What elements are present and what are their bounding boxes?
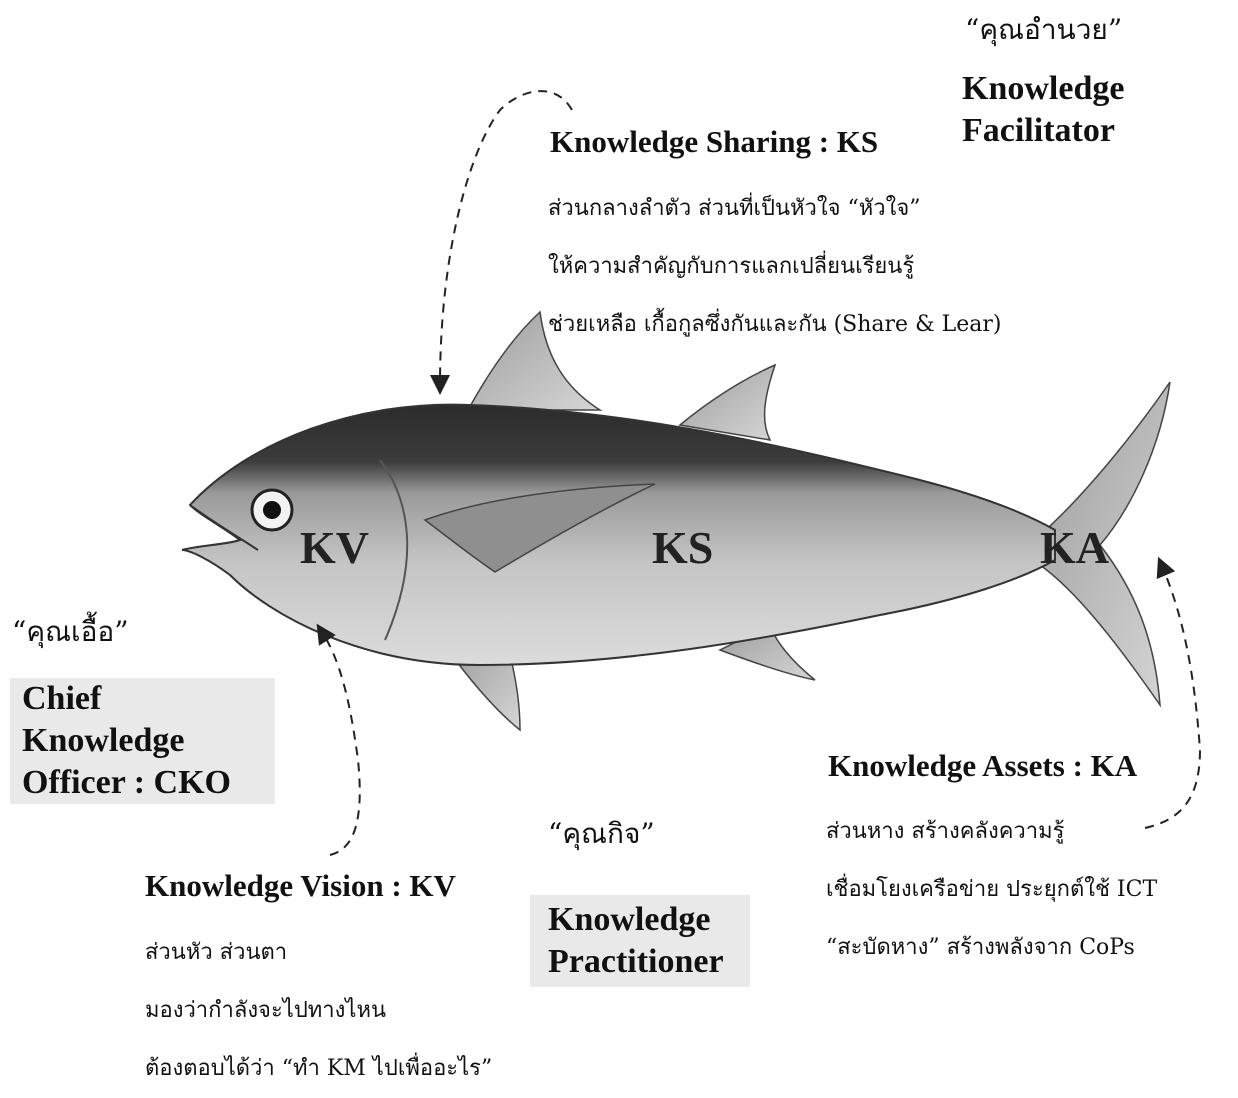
- practitioner-thai-title: “คุณกิจ”: [548, 812, 655, 856]
- facilitator-thai-title: “คุณอำนวย”: [965, 8, 1122, 52]
- kv-heading: Knowledge Vision : KV: [145, 868, 456, 904]
- arrow-kv: [322, 632, 360, 855]
- chief-english-title: Chief Knowledge Officer : CKO: [10, 678, 275, 804]
- kv-description: ส่วนหัว ส่วนตา มองว่ากำลังจะไปทางไหน ต้อ…: [145, 924, 492, 1098]
- ks-description: ส่วนกลางลำตัว ส่วนที่เป็นหัวใจ “หัวใจ” ใ…: [548, 180, 1002, 354]
- ka-description: ส่วนหาง สร้างคลังความรู้ เชื่อมโยงเครือข…: [826, 803, 1157, 977]
- arrow-ka: [1145, 566, 1200, 828]
- practitioner-english-title: Knowledge Practitioner: [530, 895, 750, 987]
- chief-thai-title: “คุณเอื้อ”: [12, 610, 129, 654]
- ka-heading: Knowledge Assets : KA: [828, 748, 1137, 784]
- facilitator-english-title: Knowledge Facilitator: [962, 68, 1124, 152]
- ks-heading: Knowledge Sharing : KS: [550, 124, 878, 160]
